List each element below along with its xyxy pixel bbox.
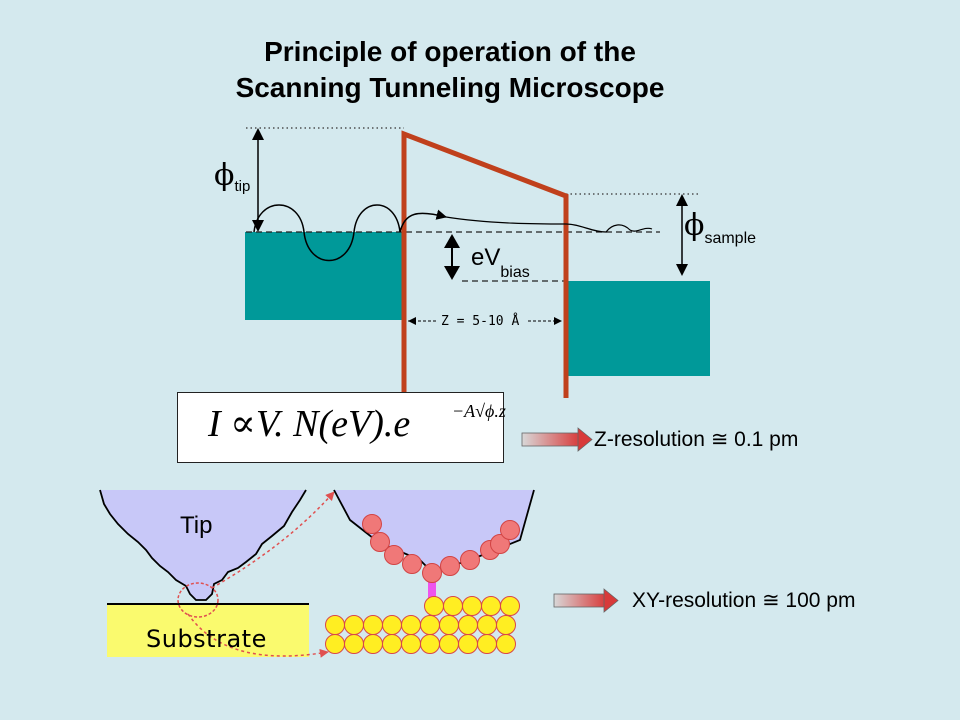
formula-expression: I ∝V. N(eV).e [208,403,410,445]
phi-tip-label: ϕtip [214,158,250,193]
phi-sample-subscript: sample [704,230,756,247]
ev-main: eV [471,244,500,271]
xy-resolution-text: XY-resolution ≅ 100 pm [632,588,855,613]
decayed-wave [446,217,652,232]
z-resolution-text: Z-resolution ≅ 0.1 pm [594,427,798,452]
sample-metal-block [566,281,710,376]
phi-tip-symbol: ϕ [214,158,234,193]
z-resolution-arrow [522,428,592,451]
phi-sample-symbol: ϕ [684,208,704,243]
gap-distance-label: Z = 5-10 Å [441,314,519,329]
tip-metal-block [245,232,405,320]
ev-subscript: bias [500,264,529,281]
atomic-zoom [326,490,535,654]
xy-resolution-arrow [554,589,618,612]
substrate-atoms [326,597,520,654]
tunneling-current-formula: I ∝V. N(eV).e −A√ϕ.z [177,392,504,463]
formula-exponent: −A√ϕ.z [452,401,506,422]
formula-main: I ∝V. N(eV).e −A√ϕ.z [208,401,410,446]
phi-tip-subscript: tip [234,178,250,195]
substrate-label: Substrate [146,625,267,653]
phi-sample-label: ϕsample [684,208,756,243]
ev-bias-label: eVbias [471,244,530,272]
tip-label: Tip [180,512,212,540]
